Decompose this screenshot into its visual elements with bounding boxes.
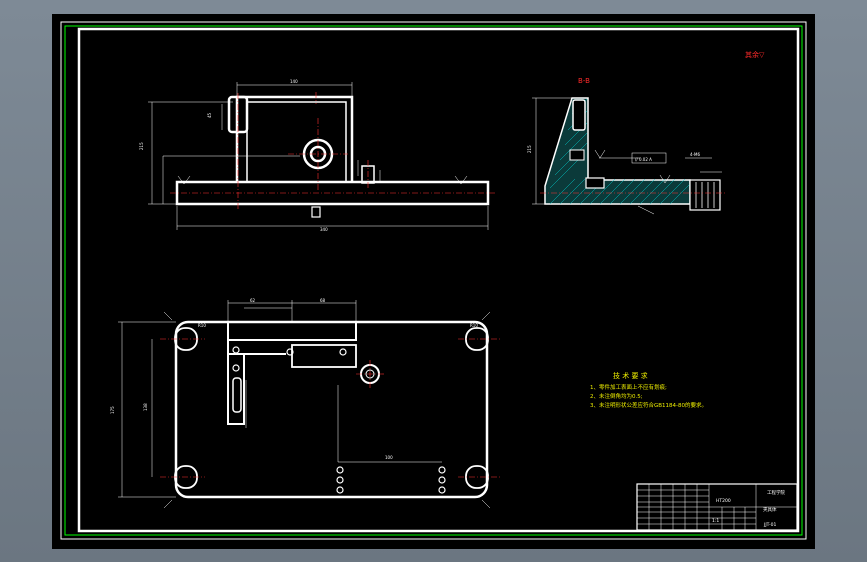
rib-slot [232,377,242,413]
section-pocket [569,149,585,161]
svg-text:138: 138 [143,403,148,411]
green-border [64,25,803,536]
upright-inner [246,101,347,182]
tapped-hole-5 [438,476,446,484]
top-centerlines [160,338,500,478]
section-slot [572,99,586,131]
drawing-frame [77,27,800,533]
front-dimensions [148,82,489,230]
top-dimensions [118,300,491,509]
section-dim-text: 215 // 0.02 A 4-M6 [527,145,700,162]
svg-text:215: 215 [139,142,144,150]
roughness-note: 其余▽ [745,50,765,59]
drawing-canvas [52,14,815,549]
tapped-hole-2 [336,476,344,484]
tech-title: 技 术 要 求 [613,371,648,380]
tech-item-3: 3、未注明形状公差应符合GB1184-80的要求。 [590,401,707,409]
front-dim-text: 215 140 340 45 [139,79,328,232]
pin-hole-2 [232,364,240,372]
svg-text:62: 62 [250,298,256,303]
svg-text:340: 340 [320,227,328,232]
plate-outline [174,320,489,499]
tapped-hole-3 [336,486,344,494]
upright-frame [235,95,354,182]
tapped-hole-6 [438,486,446,494]
section-label: B-B [578,77,590,85]
tapped-hole-1 [336,466,344,474]
clamp-block [291,344,357,368]
pin-hole-3 [286,348,294,356]
bore-hole-inner [365,369,375,379]
svg-text:215: 215 [527,145,532,153]
svg-text:R10: R10 [198,323,206,328]
center-key [311,206,321,218]
section-bolt [689,179,721,211]
front-centerlines [170,92,495,210]
section-b-b: B-B [527,77,725,215]
tech-requirements: 技 术 要 求 1、零件加工表面上不应有划痕; 2、未注倒角均为0.5; 3、未… [590,371,707,409]
tech-item-2: 2、未注倒角均为0.5; [590,392,643,400]
pin-hole-4 [339,348,347,356]
top-view [174,320,489,499]
scale: 1:1 [712,518,719,524]
drawing-number: JJT-01 [763,522,776,528]
upright-footprint [228,322,357,341]
section-dims [532,97,722,215]
svg-text:// 0.02 A: // 0.02 A [635,157,652,162]
svg-text:175: 175 [110,406,115,414]
tech-item-1: 1、零件加工表面上不应有划痕; [590,383,667,391]
pin-hole-1 [232,346,240,354]
base-plate-outline [175,180,490,206]
section-step [585,177,605,189]
outer-border [60,21,807,540]
part-name: 夹具体 [763,506,777,513]
side-rib [227,353,245,425]
svg-text:100: 100 [385,455,393,460]
material: HT200 [716,498,731,504]
bolt-thread [695,182,715,208]
school-name: 工程学院 [767,489,785,496]
top-dim-text: 175 138 62 68 100 R10 R10 [110,298,478,460]
svg-text:68: 68 [320,298,326,303]
svg-text:4-M6: 4-M6 [690,152,700,157]
title-block-grid [637,484,797,530]
tapped-hole-4 [438,466,446,474]
svg-text:R10: R10 [470,323,478,328]
svg-text:140: 140 [290,79,298,84]
svg-text:45: 45 [207,112,212,118]
title-block: HT200 工程学院 夹具体 1:1 JJT-01 [636,483,798,531]
section-hatching [549,98,691,205]
